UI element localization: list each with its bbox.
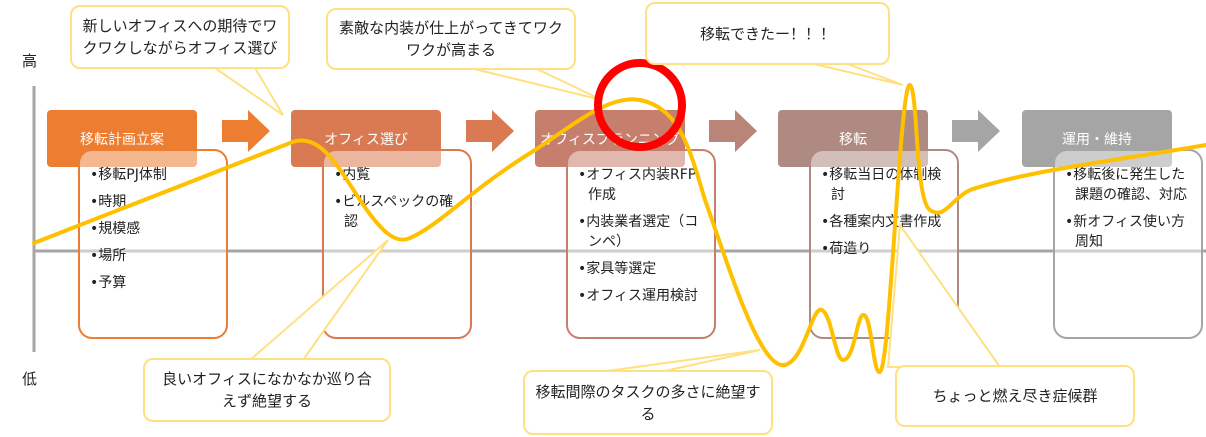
- callout-despair-selection: 良いオフィスになかなか巡り合えず絶望する: [143, 358, 391, 422]
- callout-interior-excitement: 素敵な内装が仕上がってきてワクワクが高まる: [326, 8, 576, 70]
- arrow-4: [952, 110, 1000, 152]
- list-item: 予算: [90, 273, 220, 293]
- list-item: 各種案内文書作成: [821, 212, 951, 232]
- axis-high-label: 高: [22, 52, 38, 70]
- list-item: ビルスペックの確認: [334, 192, 464, 232]
- phase-detail-operation: 移転後に発生した課題の確認、対応 新オフィス使い方周知: [1053, 149, 1203, 339]
- list-item: 内装業者選定（コンペ）: [578, 212, 708, 252]
- callout-relocated: 移転できたー！！！: [645, 2, 890, 65]
- list-item: 規模感: [90, 219, 220, 239]
- callout-despair-tasks: 移転間際のタスクの多さに絶望する: [523, 370, 773, 435]
- callout-excitement-selection: 新しいオフィスへの期待でワクワクしながらオフィス選び: [70, 5, 290, 69]
- phase-detail-relocation: 移転当日の体制検討 各種案内文書作成 荷造り: [809, 149, 959, 339]
- arrow-2: [466, 110, 514, 152]
- axis-low-label: 低: [22, 370, 38, 388]
- arrow-1: [222, 110, 270, 152]
- callout-burnout: ちょっと燃え尽き症候群: [895, 365, 1135, 427]
- list-item: 荷造り: [821, 239, 951, 259]
- list-item: 家具等選定: [578, 259, 708, 279]
- arrow-3: [709, 110, 757, 152]
- list-item: 新オフィス使い方周知: [1065, 212, 1195, 252]
- list-item: オフィス内装RFP作成: [578, 165, 708, 205]
- list-item: 移転後に発生した課題の確認、対応: [1065, 165, 1195, 205]
- phase-detail-planning: 移転PJ体制 時期 規模感 場所 予算: [78, 149, 228, 339]
- list-item: 時期: [90, 192, 220, 212]
- phase-detail-office-planning: オフィス内装RFP作成 内装業者選定（コンペ） 家具等選定 オフィス運用検討: [566, 149, 716, 339]
- phase-detail-office-selection: 内覧 ビルスペックの確認: [322, 149, 472, 339]
- list-item: 移転PJ体制: [90, 165, 220, 185]
- list-item: オフィス運用検討: [578, 286, 708, 306]
- list-item: 場所: [90, 246, 220, 266]
- list-item: 移転当日の体制検討: [821, 165, 951, 205]
- list-item: 内覧: [334, 165, 464, 185]
